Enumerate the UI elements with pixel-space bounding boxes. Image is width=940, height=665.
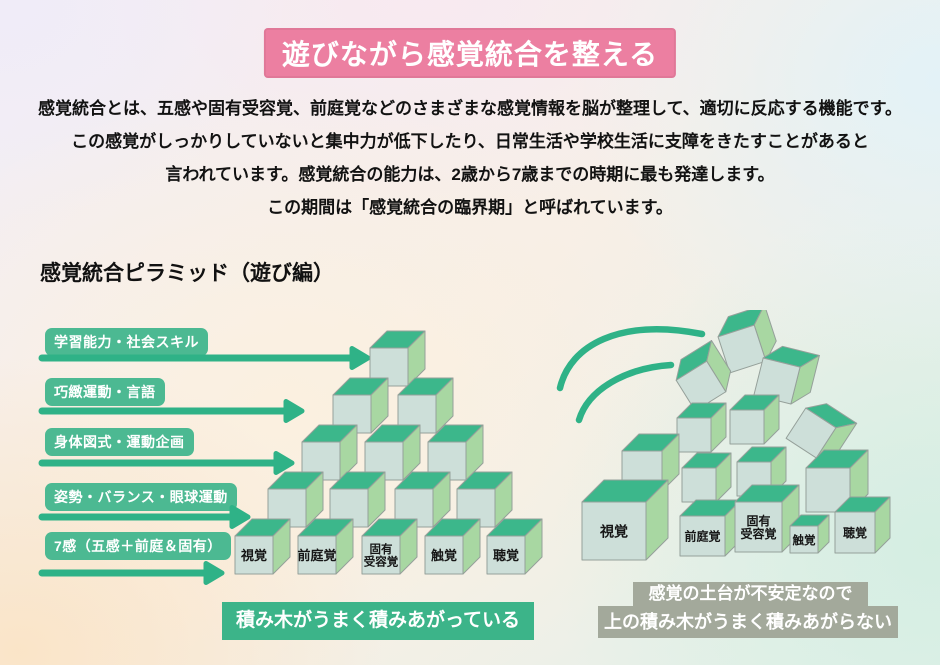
- pyramid-level-label-2: 巧緻運動・言語: [45, 378, 165, 406]
- block-cube: 固有受容覚: [734, 484, 800, 553]
- block-cube: [369, 330, 426, 387]
- level-arrow: [38, 561, 225, 585]
- pyramid-level-label-1: 学習能力・社会スキル: [45, 328, 208, 356]
- sense-label: 視覚: [599, 523, 628, 539]
- intro-text: 感覚統合とは、五感や固有受容覚、前庭覚などのさまざまな感覚情報を脳が整理して、適…: [0, 92, 940, 224]
- block-cube: 前庭覚: [297, 518, 354, 575]
- block-cube: [675, 340, 732, 412]
- pyramid-level-label-3: 身体図式・運動企画: [45, 428, 194, 456]
- block-cube: 聴覚: [486, 518, 543, 575]
- fall-arc: [556, 326, 706, 392]
- level-arrow: [38, 346, 371, 370]
- block-cube: [785, 403, 858, 459]
- block-cube: [729, 394, 780, 445]
- intro-line: 言われています。感覚統合の能力は、2歳から7歳までの時期に最も発達します。: [165, 165, 775, 184]
- sense-label: 触覚: [792, 533, 816, 547]
- sense-label: 固有受容覚: [740, 513, 776, 541]
- intro-line: この期間は「感覚統合の臨界期」と呼ばれています。: [267, 198, 673, 217]
- pyramid-level-label-4: 姿勢・バランス・眼球運動: [45, 483, 237, 511]
- block-cube: 触覚: [424, 518, 481, 575]
- block-cube: 聴覚: [834, 496, 891, 554]
- sense-label: 触覚: [430, 548, 457, 563]
- block-cube: 前庭覚: [679, 499, 742, 557]
- block-cube: [301, 424, 358, 481]
- block-cube: 視覚: [581, 479, 669, 561]
- level-arrow: [38, 505, 251, 529]
- sense-label: 聴覚: [843, 525, 867, 540]
- block-cube: [681, 452, 732, 503]
- block-cube: 固有受容覚: [361, 518, 418, 575]
- sense-label: 前庭覚: [297, 548, 336, 563]
- blocks-diagram: 視覚前庭覚固有受容覚触覚聴覚視覚前庭覚固有受容覚触覚聴覚: [38, 310, 891, 585]
- section-heading: 感覚統合ピラミッド（遊び編）: [40, 262, 334, 285]
- stable-pyramid: 視覚 前庭覚 固有受容覚触覚 聴覚: [234, 330, 543, 575]
- caption-stable: 積み木がうまく積みあがっている: [222, 602, 534, 640]
- sense-label: 前庭覚: [684, 529, 720, 544]
- block-cube: 触覚: [789, 514, 830, 554]
- intro-line: 感覚統合とは、五感や固有受容覚、前庭覚などのさまざまな感覚情報を脳が整理して、適…: [38, 99, 902, 118]
- level-arrow: [38, 399, 305, 423]
- block-cube: [676, 402, 727, 453]
- block-cube: 視覚: [234, 518, 291, 575]
- pyramid-level-label-5: 7感（五感＋前庭＆固有）: [45, 532, 231, 560]
- block-cube: [717, 310, 777, 374]
- sense-label: 視覚: [240, 548, 267, 563]
- block-cube: [753, 345, 820, 405]
- fall-arc: [575, 361, 675, 424]
- sense-label: 聴覚: [493, 548, 519, 563]
- caption-unstable-line2: 上の積み木がうまく積みあがらない: [598, 606, 898, 638]
- caption-unstable-line1: 感覚の土台が不安定なので: [633, 582, 868, 606]
- level-arrow: [38, 451, 295, 475]
- title-banner: 遊びながら感覚統合を整える: [263, 28, 677, 78]
- intro-line: この感覚がしっかりしていないと集中力が低下したり、日常生活や学校生活に支障をきた…: [71, 132, 869, 151]
